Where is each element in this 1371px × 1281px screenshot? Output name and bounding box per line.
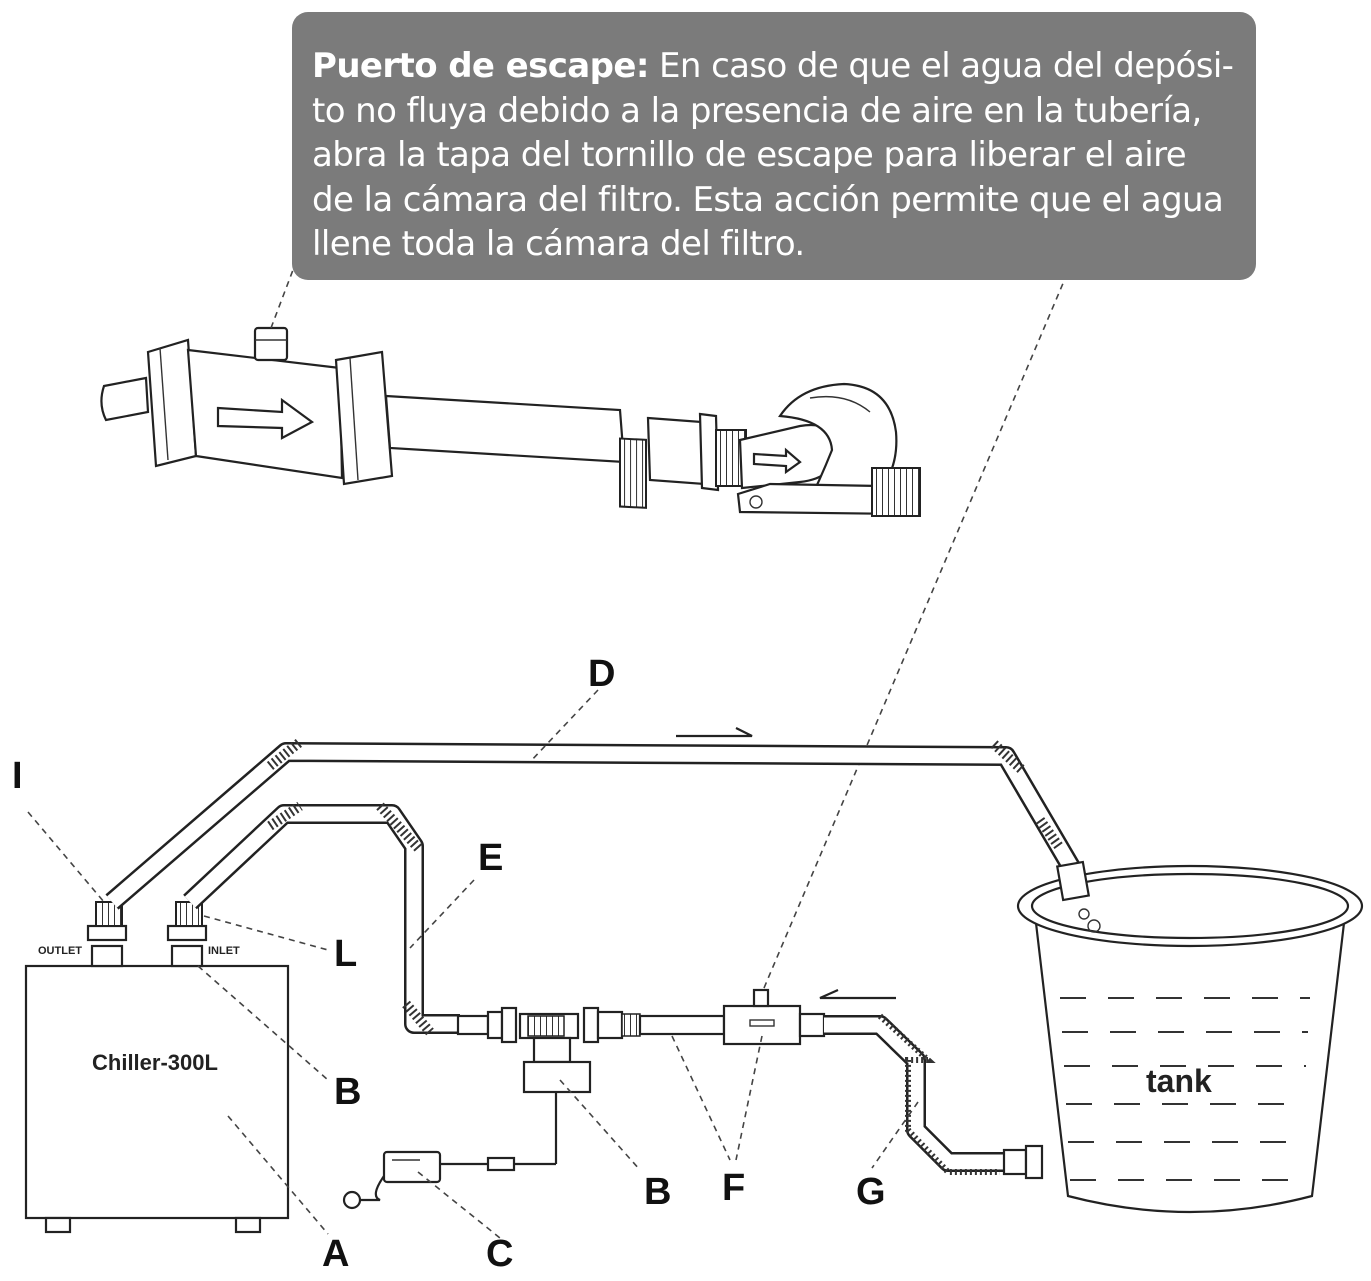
filter-f <box>621 988 826 1046</box>
hose-e <box>183 801 460 1036</box>
bleed-screw <box>253 326 289 362</box>
controller <box>342 1150 442 1210</box>
label-d: D <box>588 653 615 695</box>
flow-arrow-top <box>676 727 753 738</box>
inline-pump <box>440 1006 624 1172</box>
flow-arrow-right <box>819 988 896 1000</box>
hose-g <box>824 1013 1044 1180</box>
leader-lines <box>27 689 919 1239</box>
escape-port-callout: Puerto de escape: En caso de que el agua… <box>292 12 1256 280</box>
callout-title: Puerto de escape: <box>312 46 649 86</box>
label-b-pump: B <box>644 1171 671 1213</box>
callout-text: En caso de que el agua del depósi-to no … <box>312 46 1234 264</box>
label-l: L <box>334 933 357 975</box>
label-i: I <box>12 755 23 797</box>
label-g: G <box>856 1171 886 1213</box>
label-b-chiller: B <box>334 1071 361 1113</box>
label-e: E <box>478 837 503 879</box>
tank-name: tank <box>1146 1063 1212 1099</box>
label-f: F <box>722 1167 745 1209</box>
escape-port-arrow <box>763 239 1084 989</box>
inlet-label: INLET <box>208 945 240 957</box>
chiller-name: Chiller-300L <box>92 1050 218 1075</box>
tank <box>1016 860 1364 1214</box>
chiller-unit <box>24 901 290 1234</box>
filter-pump-detail <box>100 326 921 517</box>
label-a: A <box>322 1233 349 1275</box>
callout-leader <box>270 261 297 329</box>
hose-d <box>105 738 1083 910</box>
outlet-label: OUTLET <box>38 945 82 957</box>
label-c: C <box>486 1233 513 1275</box>
pump <box>736 382 921 517</box>
